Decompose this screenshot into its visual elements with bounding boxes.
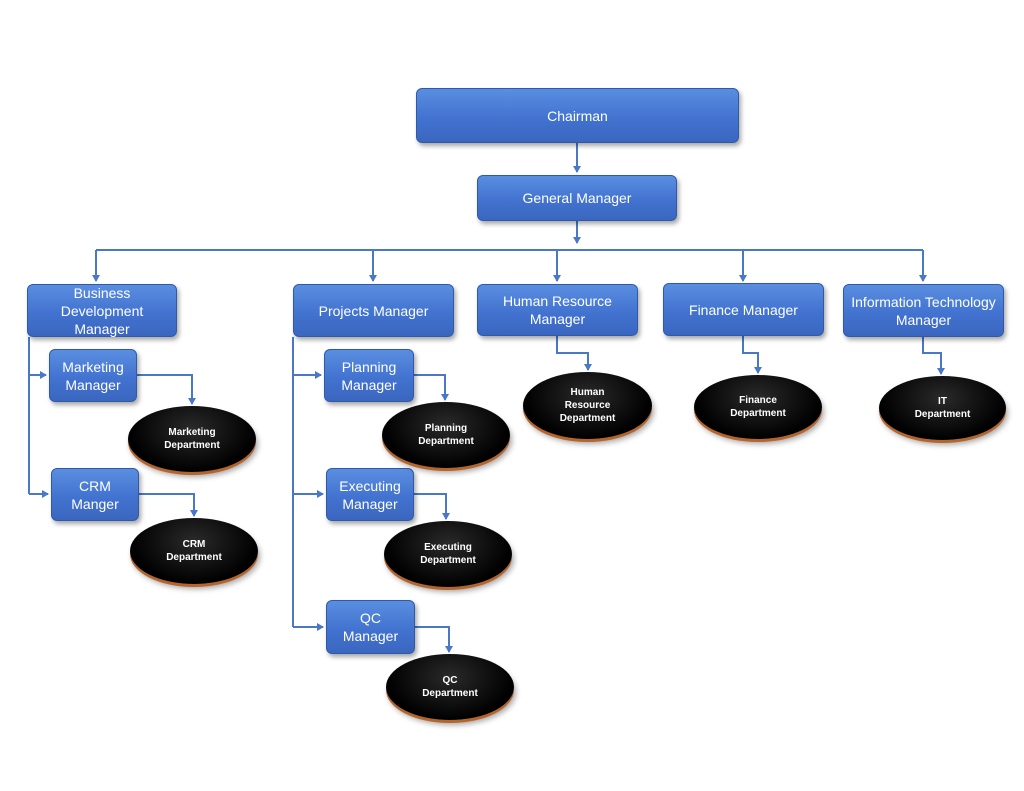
- connector-marketing-dept: [137, 374, 196, 405]
- human-resource-department: Human Resource Department: [523, 372, 652, 439]
- executing-department: Executing Department: [384, 521, 512, 587]
- connector-it-dept: [922, 337, 945, 375]
- connector-finance-dept: [742, 336, 762, 374]
- connector-executing-dept: [414, 493, 450, 520]
- qc-department: QC Department: [386, 654, 514, 720]
- it-department: IT Department: [879, 376, 1006, 440]
- marketing-manager-box[interactable]: Marketing Manager: [49, 349, 137, 402]
- chairman-box[interactable]: Chairman: [416, 88, 739, 143]
- qc-manager-box[interactable]: QC Manager: [326, 600, 415, 654]
- crm-manager-box[interactable]: CRM Manger: [51, 468, 139, 521]
- planning-manager-box[interactable]: Planning Manager: [324, 349, 414, 402]
- connector-hr-dept: [556, 336, 592, 371]
- finance-manager-box[interactable]: Finance Manager: [663, 283, 824, 336]
- finance-department: Finance Department: [694, 375, 822, 439]
- connector-qc-dept: [415, 626, 453, 653]
- executing-manager-box[interactable]: Executing Manager: [326, 468, 414, 521]
- human-resource-manager-box[interactable]: Human Resource Manager: [477, 284, 638, 336]
- projects-manager-box[interactable]: Projects Manager: [293, 284, 454, 337]
- planning-department: Planning Department: [382, 402, 510, 468]
- connector-planning-dept: [414, 374, 449, 401]
- it-manager-box[interactable]: Information Technology Manager: [843, 284, 1004, 337]
- general-manager-box[interactable]: General Manager: [477, 175, 677, 221]
- crm-department: CRM Department: [130, 518, 258, 584]
- business-development-manager-box[interactable]: Business Development Manager: [27, 284, 177, 337]
- connector-crm-dept: [139, 493, 198, 517]
- marketing-department: Marketing Department: [128, 406, 256, 472]
